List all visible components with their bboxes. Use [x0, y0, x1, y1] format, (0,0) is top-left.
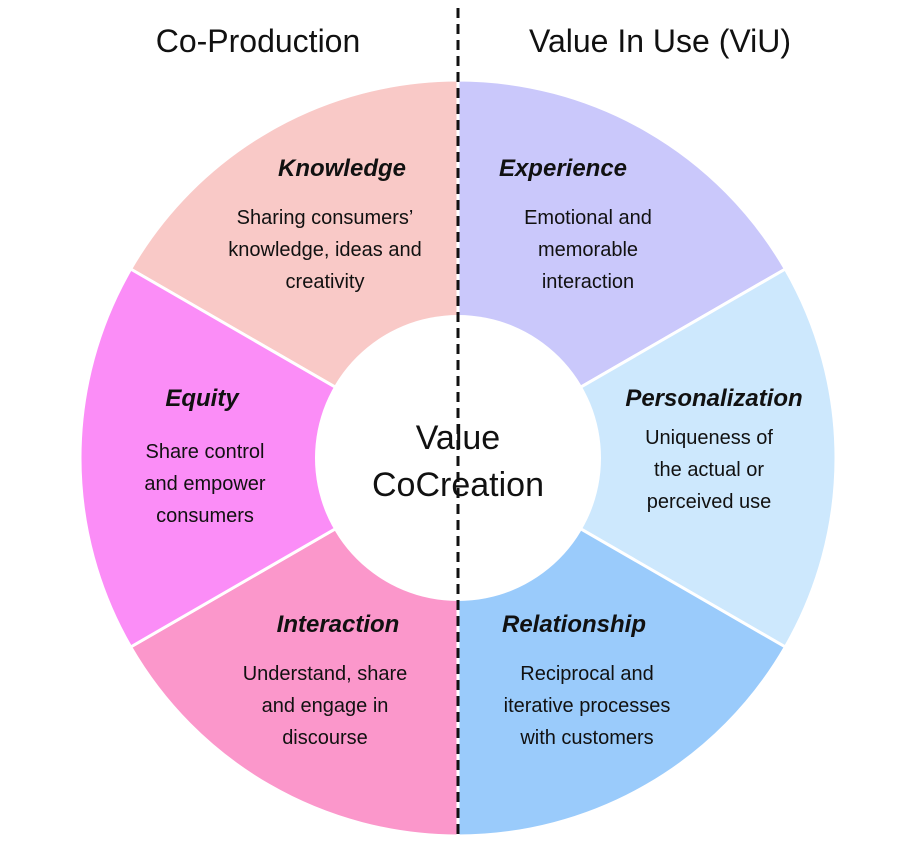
segment-equity-line: and empower: [144, 473, 266, 495]
segment-experience-line: interaction: [542, 271, 634, 293]
segment-personalization-title: Personalization: [625, 385, 802, 412]
segment-personalization-wedge: [454, 266, 838, 650]
segment-relationship-line: iterative processes: [504, 695, 671, 717]
segment-equity-text: Equity Share control and empower consume…: [144, 385, 266, 527]
segment-knowledge-title: Knowledge: [278, 155, 406, 182]
segment-equity-line: consumers: [156, 505, 254, 527]
segment-knowledge-line: knowledge, ideas and: [228, 239, 421, 261]
segment-equity-title: Equity: [165, 385, 240, 412]
segment-knowledge-line: creativity: [286, 271, 365, 293]
segment-knowledge-line: Sharing consumers’: [237, 207, 414, 229]
center-label-line1: Value: [416, 419, 500, 457]
segment-personalization-line: the actual or: [654, 459, 764, 481]
segment-experience-text: Experience Emotional and memorable inter…: [499, 155, 652, 293]
segment-personalization-line: Uniqueness of: [645, 427, 773, 449]
segment-equity-wedge: [78, 266, 462, 650]
segment-interaction-line: and engage in: [262, 695, 389, 717]
segment-experience-title: Experience: [499, 155, 627, 182]
center-label-line2: CoCreation: [372, 466, 544, 504]
segment-relationship-line: with customers: [519, 727, 653, 749]
header-co-production: Co-Production: [156, 23, 361, 59]
segment-personalization-text: Personalization Uniqueness of the actual…: [625, 385, 802, 513]
segment-relationship-title: Relationship: [502, 611, 646, 638]
segment-interaction-title: Interaction: [277, 611, 400, 638]
segment-relationship-line: Reciprocal and: [520, 663, 653, 685]
segment-personalization-line: perceived use: [647, 491, 772, 513]
segment-experience-line: Emotional and: [524, 207, 652, 229]
segment-interaction-text: Interaction Understand, share and engage…: [243, 611, 408, 749]
segment-relationship-text: Relationship Reciprocal and iterative pr…: [502, 611, 670, 749]
segment-interaction-line: discourse: [282, 727, 368, 749]
segment-knowledge-text: Knowledge Sharing consumers’ knowledge, …: [228, 155, 421, 293]
segment-experience-line: memorable: [538, 239, 638, 261]
segment-equity-line: Share control: [146, 441, 265, 463]
header-value-in-use: Value In Use (ViU): [529, 23, 791, 59]
segment-interaction-line: Understand, share: [243, 663, 408, 685]
